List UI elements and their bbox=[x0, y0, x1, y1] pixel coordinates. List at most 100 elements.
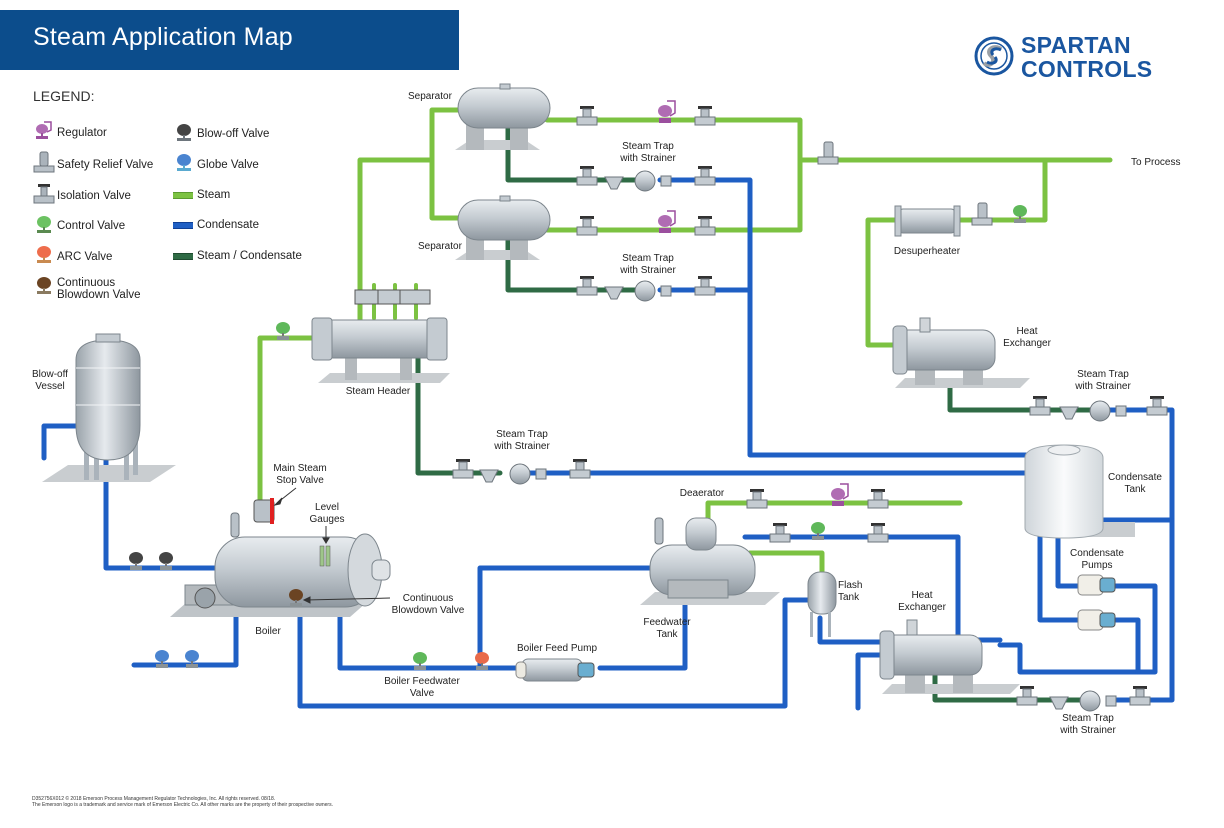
isolation-valve[interactable] bbox=[769, 523, 791, 543]
steam-trap-with-strainer[interactable] bbox=[1049, 690, 1117, 712]
label-hx-top-1: Heat bbox=[1016, 326, 1037, 337]
boiler-feed-pump bbox=[515, 658, 595, 682]
heat-exchanger-bottom bbox=[879, 619, 1020, 694]
blow-off-valve-icon bbox=[177, 124, 191, 141]
label-hx-bottom-1: Heat bbox=[911, 590, 932, 601]
control-valve-icon bbox=[37, 216, 51, 233]
legend-item-globe-valve: Globe Valve bbox=[197, 159, 259, 171]
blow-off-valve[interactable] bbox=[159, 552, 173, 570]
label-trap-bottom-2: with Strainer bbox=[1059, 725, 1116, 736]
isolation-valve[interactable] bbox=[452, 459, 474, 479]
label-main-stop-1: Main Steam bbox=[273, 463, 326, 474]
legend: LEGEND: Regulator Safety Relief Valve Is… bbox=[33, 88, 333, 308]
condensate-pipes bbox=[41, 177, 1175, 711]
isolation-valve[interactable] bbox=[569, 459, 591, 479]
continuous-blowdown-valve[interactable] bbox=[289, 589, 303, 607]
isolation-valve[interactable] bbox=[867, 489, 889, 509]
pointer-arrows bbox=[273, 487, 391, 604]
isolation-valve[interactable] bbox=[576, 216, 598, 236]
cond-pipe-feed-recirc bbox=[477, 565, 658, 671]
regulator[interactable] bbox=[831, 483, 849, 506]
isolation-valve[interactable] bbox=[1016, 686, 1038, 706]
label-separator-bottom: Separator bbox=[418, 241, 463, 252]
safety-relief-valve[interactable] bbox=[817, 141, 839, 165]
steam-trap-with-strainer[interactable] bbox=[604, 170, 672, 192]
deaerator bbox=[685, 517, 717, 551]
cond-pipe-pumps-return bbox=[997, 583, 1158, 675]
isolation-valve[interactable] bbox=[694, 216, 716, 236]
steam-trap-with-strainer[interactable] bbox=[1059, 400, 1127, 422]
footer-line1: D352756X012 © 2018 Emerson Process Manag… bbox=[32, 796, 276, 802]
label-desuperheater: Desuperheater bbox=[894, 246, 961, 257]
isolation-valve[interactable] bbox=[576, 166, 598, 186]
isolation-valve[interactable] bbox=[746, 489, 768, 509]
isolation-valve[interactable] bbox=[694, 166, 716, 186]
feedwater-tank bbox=[640, 517, 780, 605]
label-trap-right-1: Steam Trap bbox=[1077, 369, 1129, 380]
cond-pipe-flash-to-hx bbox=[817, 615, 883, 645]
isolation-valve[interactable] bbox=[576, 276, 598, 296]
isolation-valve[interactable] bbox=[694, 106, 716, 126]
label-boiler: Boiler bbox=[255, 626, 281, 637]
brand-line2: CONTROLS bbox=[1021, 56, 1153, 82]
footer-line2: The Emerson logo is a trademark and serv… bbox=[32, 802, 333, 808]
label-blow-off-2: Vessel bbox=[35, 381, 64, 392]
isolation-valve[interactable] bbox=[1146, 396, 1168, 416]
separator-top bbox=[455, 83, 551, 150]
control-valve[interactable] bbox=[811, 522, 825, 540]
brand-logo: SPARTAN CONTROLS bbox=[974, 34, 1174, 84]
steam-pipe-flash-tank bbox=[747, 550, 825, 578]
cond-pipe-pump-1 bbox=[1037, 525, 1083, 623]
label-separator-top: Separator bbox=[408, 91, 453, 102]
isolation-valve[interactable] bbox=[576, 106, 598, 126]
isolation-valve[interactable] bbox=[1129, 686, 1151, 706]
legend-item-arc-valve: ARC Valve bbox=[57, 251, 113, 263]
arc-valve-icon bbox=[37, 246, 51, 263]
cond-pipe-blowoff bbox=[41, 423, 83, 461]
isolation-valve[interactable] bbox=[1029, 396, 1051, 416]
regulator[interactable] bbox=[658, 100, 676, 123]
label-trap-mid-1: Steam Trap bbox=[622, 253, 674, 264]
boiler bbox=[170, 498, 391, 617]
legend-item-steam: Steam bbox=[197, 189, 231, 201]
steam-trap-with-strainer[interactable] bbox=[604, 280, 672, 302]
legend-item-blow-off-valve: Blow-off Valve bbox=[197, 128, 270, 140]
legend-item-blowdown-valve-line2: Blowdown Valve bbox=[57, 289, 141, 301]
regulator[interactable] bbox=[658, 210, 676, 233]
label-trap-header-1: Steam Trap bbox=[496, 429, 548, 440]
label-trap-bottom-1: Steam Trap bbox=[1062, 713, 1114, 724]
valves bbox=[129, 100, 1168, 712]
label-hx-top-2: Exchanger bbox=[1003, 338, 1051, 349]
condensate-tank bbox=[1024, 444, 1135, 539]
blow-off-valve[interactable] bbox=[129, 552, 143, 570]
control-valve[interactable] bbox=[276, 322, 290, 340]
label-blowdown-2: Blowdown Valve bbox=[392, 605, 465, 616]
label-to-process: To Process bbox=[1131, 157, 1180, 168]
boiler-feedwater-control-valve[interactable] bbox=[413, 652, 427, 670]
label-boiler-feed-pump: Boiler Feed Pump bbox=[517, 643, 597, 654]
label-condensate-tank-2: Tank bbox=[1124, 484, 1146, 495]
brand-line1: SPARTAN bbox=[1021, 32, 1131, 58]
isolation-valve[interactable] bbox=[694, 276, 716, 296]
label-condensate-tank-1: Condensate bbox=[1108, 472, 1162, 483]
isolation-valve[interactable] bbox=[867, 523, 889, 543]
globe-valve[interactable] bbox=[185, 650, 199, 668]
control-valve[interactable] bbox=[1013, 205, 1027, 223]
legend-item-regulator: Regulator bbox=[57, 127, 107, 139]
label-flash-tank-1: Flash bbox=[838, 580, 862, 591]
isolation-valve-icon bbox=[33, 184, 55, 204]
label-feedwater-valve-1: Boiler Feedwater bbox=[384, 676, 460, 687]
regulator-icon bbox=[36, 121, 52, 139]
safety-relief-valve[interactable] bbox=[971, 202, 993, 226]
label-blowdown-1: Continuous bbox=[403, 593, 454, 604]
label-condensate-pumps-2: Pumps bbox=[1081, 560, 1112, 571]
steam-condensate-line-swatch bbox=[173, 253, 193, 260]
steam-trap-with-strainer[interactable] bbox=[479, 463, 547, 485]
label-condensate-pumps-1: Condensate bbox=[1070, 548, 1124, 559]
label-trap-top-2: with Strainer bbox=[619, 153, 676, 164]
label-feedwater-tank-1: Feedwater bbox=[643, 617, 691, 628]
globe-valve[interactable] bbox=[155, 650, 169, 668]
separator-bottom bbox=[455, 195, 551, 260]
arc-valve[interactable] bbox=[475, 652, 489, 670]
